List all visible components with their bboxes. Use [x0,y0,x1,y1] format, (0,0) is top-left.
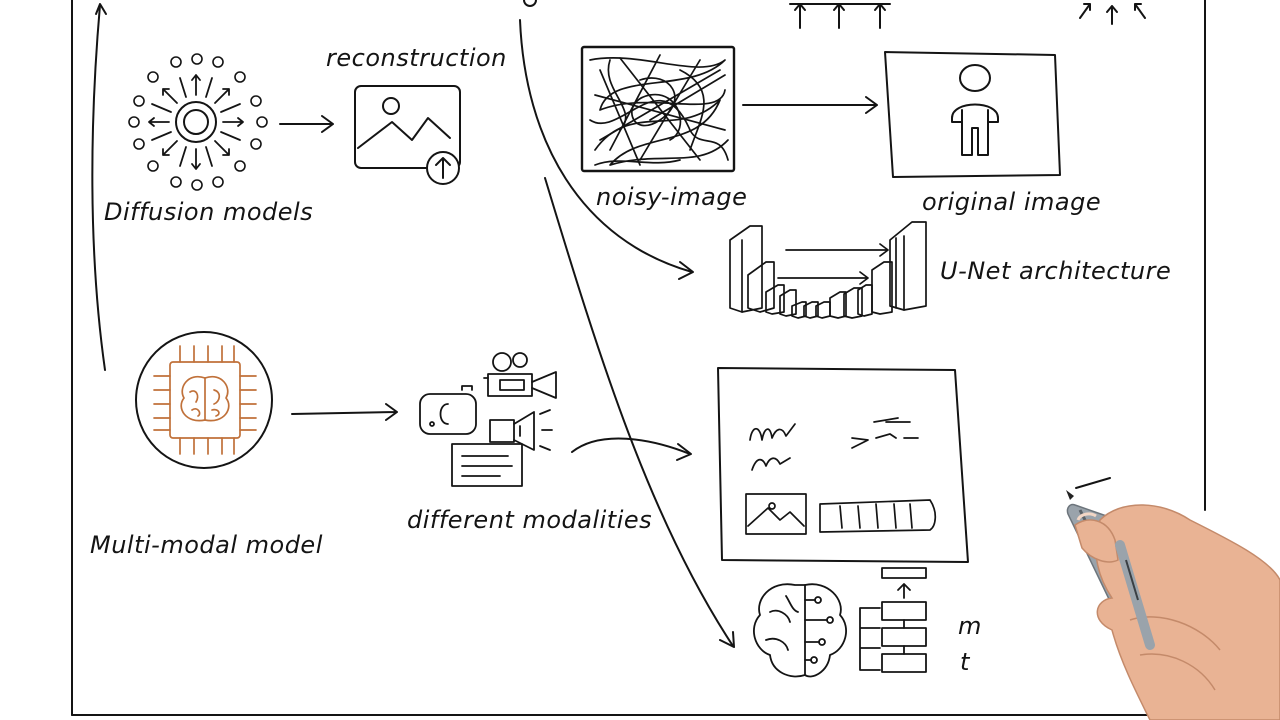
label-partial-m: m [958,612,982,640]
unet-blocks-icon [730,222,926,318]
label-noisy-image: noisy-image [596,183,747,211]
label-multi-modal-model: Multi-modal model [90,531,323,559]
media-devices-icon [420,353,556,486]
image-upload-icon [355,86,460,184]
label-partial-t: t [960,648,970,676]
label-reconstruction: reconstruction [326,44,507,72]
brain-network-icon [754,568,926,676]
left-curve-arrow [92,4,106,370]
document-collage-icon [718,368,968,562]
pen-stroke [1076,478,1110,488]
label-diffusion-models: Diffusion models [104,198,313,226]
arrow-to-reconstruction [280,116,333,132]
label-original-image: original image [922,188,1101,216]
brain-chip-icon [136,332,272,468]
hand-with-marker [1066,490,1280,720]
label-different-modalities: different modalities [407,506,652,534]
person-icon [885,52,1060,177]
label-unet-architecture: U-Net architecture [940,257,1171,285]
arrow-to-original [743,97,877,113]
top-arrows-icon [524,0,1145,28]
noise-scribble-icon [582,47,734,171]
arrow-to-modalities [292,404,397,420]
curve-to-brain-network [545,178,734,647]
diffusion-burst-icon [129,54,267,190]
